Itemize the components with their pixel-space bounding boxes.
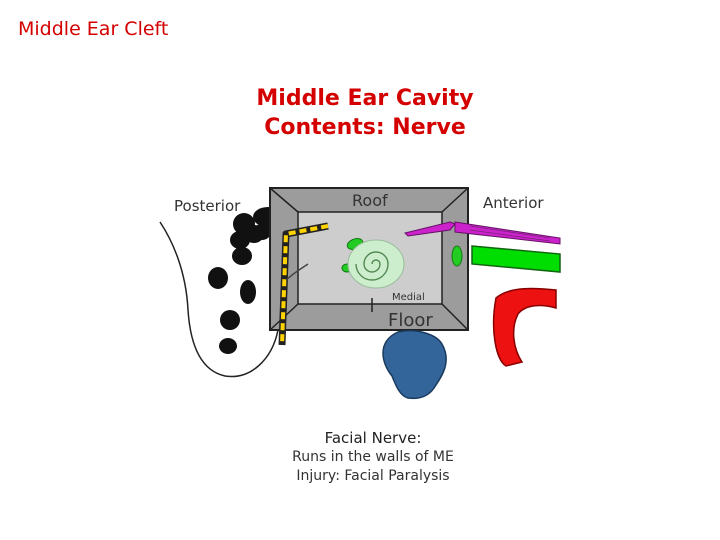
label-anterior: Anterior <box>483 194 544 212</box>
label-medial: Medial <box>392 292 425 303</box>
middle-ear-diagram: Posterior Roof Anterior Medial Floor <box>159 187 561 400</box>
slide-title-line-1: Middle Ear Cavity <box>256 86 474 111</box>
chorda-tympani <box>285 263 309 281</box>
label-posterior: Posterior <box>174 197 241 215</box>
label-roof: Roof <box>352 191 388 210</box>
slide-title: Middle Ear Cavity Contents: Nerve <box>200 84 530 142</box>
cochlea <box>347 239 405 289</box>
caption-line-2: Injury: Facial Paralysis <box>296 468 450 484</box>
caption: Facial Nerve: Runs in the walls of ME In… <box>250 428 496 486</box>
mastoid-air-cells <box>208 207 283 354</box>
eustachian-tube <box>471 245 561 273</box>
jugular-bulb <box>382 330 447 400</box>
carotid-artery <box>492 287 557 367</box>
label-floor: Floor <box>388 310 433 331</box>
tensor-tympani <box>404 221 456 237</box>
caption-line-1: Runs in the walls of ME <box>292 449 454 465</box>
ossicle-shape <box>451 245 463 267</box>
mastoid-outline <box>159 221 279 378</box>
section-title: Middle Ear Cleft <box>18 18 169 40</box>
slide-title-line-2: Contents: Nerve <box>264 115 466 140</box>
caption-heading: Facial Nerve: <box>324 429 422 447</box>
